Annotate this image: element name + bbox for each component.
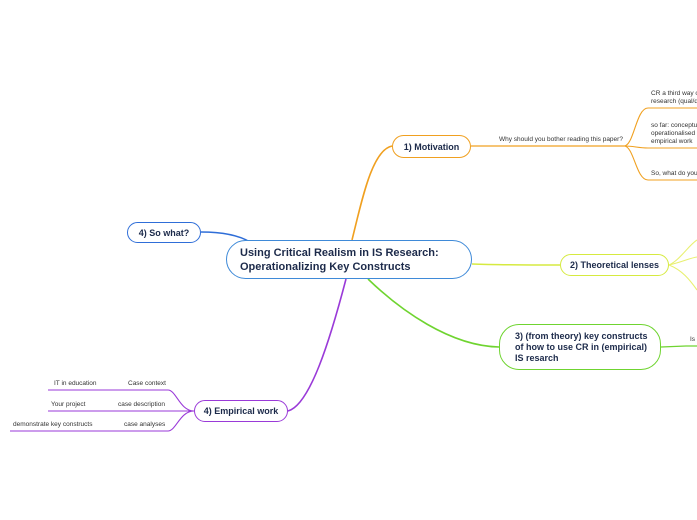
link-theoretical-child-1 xyxy=(668,239,697,266)
motivation-question[interactable]: Why should you bother reading this paper… xyxy=(499,136,623,143)
empirical-row-case-analyses[interactable]: case analyses xyxy=(124,421,166,428)
empirical-child-it-in-education[interactable]: IT in education xyxy=(54,380,97,387)
topic-key-constructs[interactable]: 3) (from theory) key constructs of how t… xyxy=(499,324,661,370)
link-empirical-row-1 xyxy=(118,389,195,412)
central-topic-text: Using Critical Realism in IS Research: O… xyxy=(240,246,439,274)
topic-so-what[interactable]: 4) So what? xyxy=(127,222,201,243)
topic-empirical-work[interactable]: 4) Empirical work xyxy=(194,400,288,422)
link-question-child-1 xyxy=(623,107,697,147)
link-question-child-2 xyxy=(623,145,697,149)
link-empirical-row-3 xyxy=(118,410,195,432)
key-constructs-line-3: IS resarch xyxy=(515,352,559,363)
link-question-child-3 xyxy=(623,145,697,181)
empirical-row-case-context[interactable]: Case context xyxy=(128,380,166,387)
link-motivation xyxy=(351,145,393,241)
topic-motivation[interactable]: 1) Motivation xyxy=(392,135,471,158)
topic-so-what-label: 4) So what? xyxy=(138,227,190,238)
link-theoretical xyxy=(471,263,561,266)
link-how xyxy=(367,278,500,348)
key-constructs-line-2: of how to use CR in (empirical) xyxy=(515,341,648,352)
central-topic[interactable]: Using Critical Realism in IS Research: O… xyxy=(226,240,472,279)
central-title-line-2: Operationalizing Key Constructs xyxy=(240,260,411,273)
topic-empirical-work-label: 4) Empirical work xyxy=(203,406,279,416)
motivation-child-3[interactable]: So, what do you xyxy=(651,170,697,177)
topic-theoretical-lenses-label: 2) Theoretical lenses xyxy=(569,260,660,270)
empirical-child-demonstrate-key-constructs[interactable]: demonstrate key constructs xyxy=(13,421,93,428)
motivation-child-1[interactable]: CR a third way o research (qual/q xyxy=(651,90,697,105)
link-empirical xyxy=(287,278,347,412)
key-constructs-line-1: 3) (from theory) key constructs xyxy=(515,330,648,341)
topic-motivation-label: 1) Motivation xyxy=(403,141,460,152)
link-theoretical-child-3 xyxy=(668,264,697,291)
motivation-child-2[interactable]: so far: conceptu operationalised empiric… xyxy=(651,122,697,145)
link-theoretical-child-2 xyxy=(668,256,697,266)
link-how-child xyxy=(660,345,697,348)
topic-key-constructs-text: 3) (from theory) key constructs of how t… xyxy=(515,331,648,364)
topic-theoretical-lenses[interactable]: 2) Theoretical lenses xyxy=(560,254,669,276)
key-constructs-child[interactable]: Is xyxy=(690,336,696,343)
central-title-line-1: Using Critical Realism in IS Research: xyxy=(240,246,439,259)
empirical-row-case-description[interactable]: case description xyxy=(118,401,165,408)
empirical-child-your-project[interactable]: Your project xyxy=(51,401,86,408)
